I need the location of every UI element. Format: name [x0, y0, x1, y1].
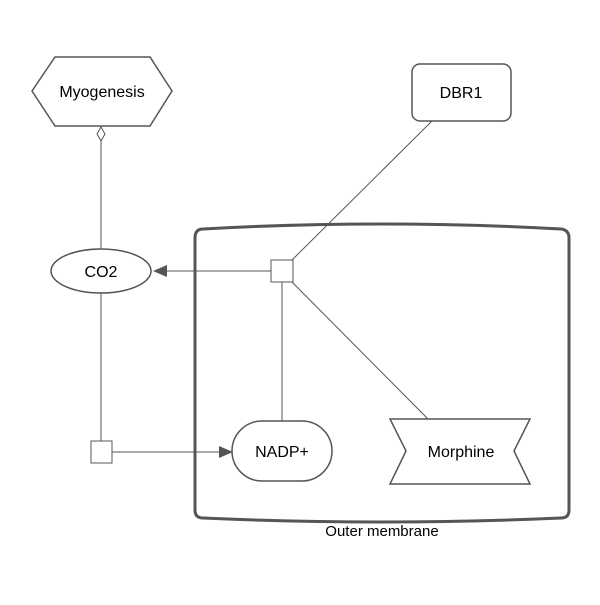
node-nadp[interactable]: NADP+ [231, 420, 333, 482]
edge-dbr1-to-process [291, 120, 433, 261]
dbr1-shape [411, 63, 512, 122]
node-co2[interactable]: CO2 [50, 248, 152, 294]
node-morphine[interactable]: Morphine [388, 418, 532, 485]
myogenesis-label: Myogenesis [59, 84, 144, 101]
compartment-outer-membrane: Outer membrane [193, 222, 571, 540]
myogenesis-shape [31, 56, 173, 127]
edge-morphine-to-process [291, 281, 429, 420]
co2-label: CO2 [85, 264, 118, 281]
morphine-shape [388, 418, 532, 485]
node-myogenesis[interactable]: Myogenesis [31, 56, 173, 127]
node-dbr1[interactable]: DBR1 [411, 63, 512, 122]
nadp-label: NADP+ [255, 444, 309, 461]
morphine-label: Morphine [428, 444, 495, 461]
process-node-right[interactable] [270, 259, 294, 283]
edges [96, 120, 433, 458]
nadp-shape [231, 420, 333, 482]
process-node-left[interactable] [90, 440, 113, 464]
compartment-label: Outer membrane [325, 523, 438, 540]
dbr1-label: DBR1 [440, 85, 483, 102]
co2-shape [50, 248, 152, 294]
